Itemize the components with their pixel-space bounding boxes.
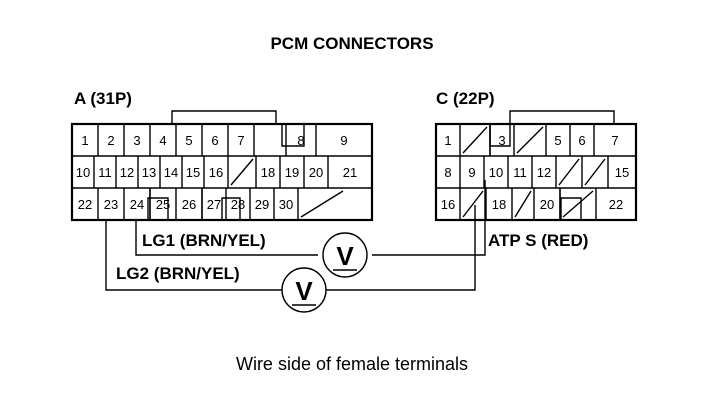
connector-a-pin-23: 23 — [104, 197, 118, 212]
connector-c-pin-6: 6 — [578, 133, 585, 148]
connector-c-blank-cell — [562, 190, 594, 218]
connector-a-body — [70, 110, 374, 222]
connector-a-pin-7: 7 — [237, 133, 244, 148]
connector-a-pin-4: 4 — [159, 133, 166, 148]
connector-a-label: A (31P) — [74, 89, 132, 108]
connector-a-pin-15: 15 — [186, 165, 200, 180]
wire-atps — [372, 180, 486, 256]
wire-label-lg1: LG1 (BRN/YEL) — [142, 231, 266, 250]
connector-a-pin-21: 21 — [343, 165, 357, 180]
connector-c-blank-cell — [462, 190, 484, 218]
connector-a-pin-24: 24 — [130, 197, 144, 212]
voltmeter-lg1-symbol: V — [336, 241, 354, 271]
connector-c-pin-22: 22 — [609, 197, 623, 212]
connector-c-blank-cell — [462, 126, 488, 154]
connector-c-pin-18: 18 — [492, 197, 506, 212]
connector-c-pin-1: 1 — [444, 133, 451, 148]
connector-c-pin-8: 8 — [444, 165, 451, 180]
connector-a-pin-26: 26 — [182, 197, 196, 212]
wire-lg1 — [135, 220, 318, 256]
connector-c-blank-cell — [584, 158, 606, 186]
connector-a-pin-19: 19 — [285, 165, 299, 180]
connector-a-pin-13: 13 — [142, 165, 156, 180]
wire-label-lg2: LG2 (BRN/YEL) — [116, 264, 240, 283]
voltmeter-lg2: V — [281, 267, 327, 313]
connector-c-blank-cell — [558, 158, 580, 186]
connector-c-pin-20: 20 — [540, 197, 554, 212]
diagram-title: PCM CONNECTORS — [270, 34, 433, 53]
connector-a-pin-16: 16 — [209, 165, 223, 180]
connector-a-pin-14: 14 — [164, 165, 178, 180]
connector-a-pin-22: 22 — [78, 197, 92, 212]
connector-a-pin-25: 25 — [156, 197, 170, 212]
connector-c-pins: 1 3 5 6 7 8 9 10 11 12 15 16 18 20 22 — [441, 124, 629, 220]
voltmeter-lg2-symbol: V — [295, 276, 313, 306]
connector-a-pin-8: 8 — [297, 133, 304, 148]
connector-a-pin-28: 28 — [231, 197, 245, 212]
connector-c-pin-12: 12 — [537, 165, 551, 180]
connector-c-label: C (22P) — [436, 89, 495, 108]
connector-c-pin-5: 5 — [554, 133, 561, 148]
connector-c-pin-7: 7 — [611, 133, 618, 148]
connector-c-pin-15: 15 — [615, 165, 629, 180]
connector-a-pin-12: 12 — [120, 165, 134, 180]
connector-a-pin-20: 20 — [309, 165, 323, 180]
connector-c-blank-cell — [516, 126, 544, 154]
connector-a-pin-30: 30 — [279, 197, 293, 212]
connector-a-pin-3: 3 — [133, 133, 140, 148]
connector-a-blank-cell — [300, 190, 344, 218]
connector-c-pin-9: 9 — [468, 165, 475, 180]
diagram-caption: Wire side of female terminals — [236, 354, 468, 374]
connector-a-pin-11: 11 — [98, 165, 112, 180]
connector-a-pin-10: 10 — [76, 165, 90, 180]
connector-a-pin-2: 2 — [107, 133, 114, 148]
wire-lg2 — [105, 220, 282, 291]
connector-a-pin-29: 29 — [255, 197, 269, 212]
wire-label-atps: ATP S (RED) — [488, 231, 588, 250]
connector-a-pin-6: 6 — [211, 133, 218, 148]
connector-a-pin-5: 5 — [185, 133, 192, 148]
voltmeter-lg1: V — [322, 232, 368, 278]
connector-a-pin-1: 1 — [81, 133, 88, 148]
wiring — [105, 180, 486, 291]
connector-c-pin-11: 11 — [513, 165, 527, 180]
connector-a-pin-18: 18 — [261, 165, 275, 180]
connector-c-body — [434, 110, 638, 222]
connector-c-pin-16: 16 — [441, 197, 455, 212]
connector-a-pin-9: 9 — [340, 133, 347, 148]
connector-c-pin-10: 10 — [489, 165, 503, 180]
connector-a-pin-27: 27 — [207, 197, 221, 212]
connector-c-blank-cell — [514, 190, 532, 218]
connector-a-blank-cell — [230, 158, 254, 186]
connector-c-pin-3: 3 — [498, 133, 505, 148]
